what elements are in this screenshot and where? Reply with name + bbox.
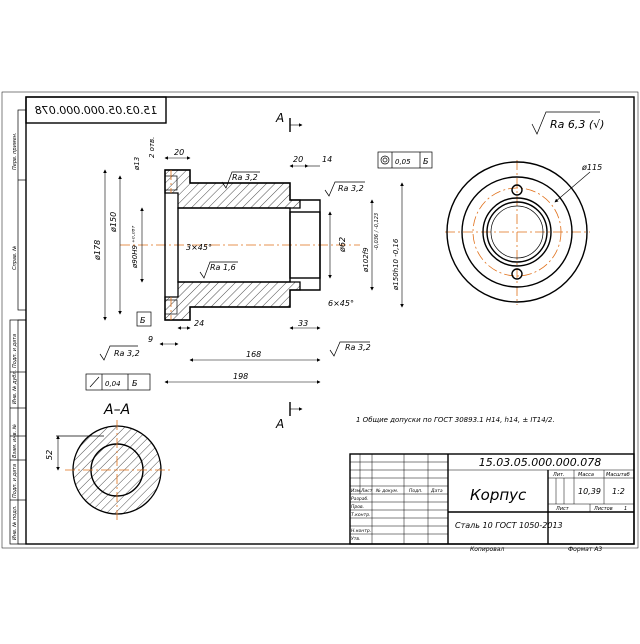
runout-tolerance-frame: 0,05 Б [377,151,433,169]
dim-s52: 52 [45,450,54,460]
tb-name: Корпус [470,486,527,504]
left-strip: Перв. примен. Справ. № Подп. и дата Инв.… [9,109,27,545]
mirrored-code-box: 15.03.05.000.000.078 [25,96,167,124]
main-dimensions: 20 ø13 2 отв. 20 14 Ra 3,2 Ra 3,2 Ra 1,6… [85,111,433,431]
tb-sheets-label: Листов [593,506,613,512]
rough-2: Ra 3,2 [338,184,364,193]
tb-sheet-label: Лист [555,506,570,512]
strip-vzam: Взам. инв. № [12,424,18,458]
tb-scale-header: Масштаб [606,472,630,478]
dim-w20b: 20 [293,155,303,164]
tb-col-sign: Подп. [409,488,423,494]
dim-d178: ø178 [93,240,102,261]
datum-box [136,311,152,327]
section-title: A–A [103,402,130,418]
tb-col-izm: Изм. [351,488,362,494]
rough-3: Ra 1,6 [210,263,236,272]
strip-inv-podl: Инв. № подл. [12,506,18,541]
dim-d150h10: ø150h10 -0,16 [392,238,400,291]
tb-sheets-value: 1 [624,506,627,512]
strip-perv: Перв. примен. [12,132,18,170]
general-roughness: Ra 6,3 (√) [531,111,604,135]
dim-chamfer2: 6×45° [328,299,354,308]
dim-l198: 198 [233,372,248,381]
tb-lit-header: Лит. [552,472,565,478]
tb-row-utv: Утв. [351,536,360,542]
dim-holes: 2 отв. [148,137,156,158]
perp-tolerance-frame: 0,04 Б [85,373,151,391]
tb-format: Формат А3 [568,546,602,553]
rough-1: Ra 3,2 [232,173,258,182]
tb-material: Сталь 10 ГОСТ 1050-2013 [455,521,563,530]
dim-w14: 14 [322,155,332,164]
section-mark-top: A [275,111,284,125]
wall-top-hatch [164,169,301,209]
general-roughness-text: Ra 6,3 (√) [550,118,604,131]
tb-col-date: Дата [430,488,443,494]
dim-l168: 168 [246,350,261,359]
tb-col-doc: № докум. [375,488,398,494]
strip-inv-dubl: Инв. № дубл. [12,370,18,404]
mirrored-code: 15.03.05.000.000.078 [35,104,157,117]
end-view: ø115 [445,160,602,305]
wall-bottom-hatch [164,281,301,321]
dim-d150: ø150 [109,212,118,233]
runout-datum: Б [423,157,429,166]
tb-row-tkontr: Т.контр. [351,512,371,518]
runout-value: 0,05 [395,158,411,166]
dim-w33: 33 [298,319,308,328]
dim-chamfer1: 3×45° [186,243,212,252]
title-block: Изм. Лист № докум. Подп. Дата Разраб. Пр… [349,453,635,553]
tb-row-prov: Пров. [351,504,364,510]
strip-sprav: Справ. № [12,246,18,270]
outer-frame [1,91,639,549]
tb-row-razrab: Разраб. [351,496,369,502]
tb-code: 15.03.05.000.000.078 [479,456,601,469]
dim-d13: ø13 [133,157,141,171]
perp-datum: Б [132,379,138,388]
tb-copied: Копировал [470,546,504,553]
tb-row-nkontr: Н.контр. [351,528,371,534]
dim-w20a: 20 [174,148,184,157]
main-section-view [120,169,360,321]
general-note: 1 Общие допуски по ГОСТ 30893.1 H14, h14… [356,416,555,424]
tb-mass-header: Масса [578,472,594,478]
rough-5: Ra 3,2 [345,343,371,352]
dim-d62: ø62 [338,237,347,253]
tb-scale: 1:2 [612,487,625,496]
dim-w24: 24 [194,319,204,328]
dim-d115: ø115 [581,163,602,172]
dim-d90: ø90H9 ⁺⁰·⁰⁸⁷ [131,226,139,269]
strip-podp1: Подп. и дата [12,334,18,368]
dim-w9: 9 [148,335,153,344]
strip-podp2: Подп. и дата [12,464,18,498]
tb-mass: 10,39 [578,487,601,496]
datum-label: Б [140,316,146,325]
section-aa: A–A 52 [45,402,170,520]
dim-d102-tol: -0,036 / -0,123 [374,213,380,250]
dim-d102: ø102f9 [362,247,370,273]
rough-4: Ra 3,2 [114,349,140,358]
section-mark-bottom: A [275,417,284,431]
perp-value: 0,04 [105,380,121,388]
tb-col-list: Лист [360,488,373,494]
